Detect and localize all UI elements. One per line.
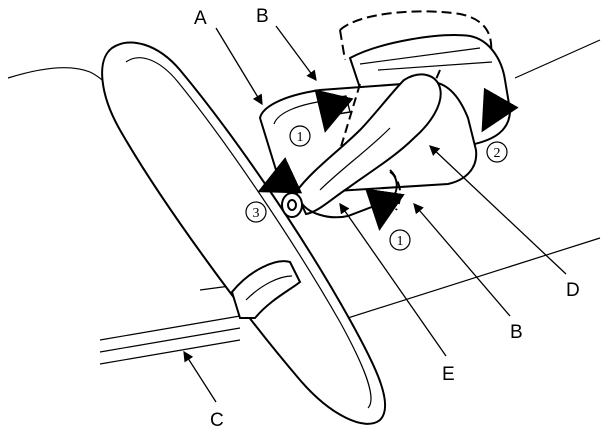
step-2: 2 <box>494 146 501 161</box>
label-d: D <box>566 280 580 301</box>
step-markers <box>245 125 508 251</box>
label-e: E <box>442 364 455 385</box>
label-c: C <box>210 410 224 431</box>
step-1-upper: 1 <box>297 130 304 145</box>
step-1-upper-circle <box>289 125 311 147</box>
label-a: A <box>194 8 207 29</box>
mirror-clip <box>230 260 302 319</box>
step-2-circle <box>486 141 508 163</box>
step-1-lower: 1 <box>397 234 404 249</box>
step-3: 3 <box>253 206 260 221</box>
mirror-body <box>101 41 387 425</box>
leader-lines <box>183 25 567 403</box>
windshield-lines <box>7 39 601 365</box>
direction-arrows <box>257 87 519 231</box>
bracket-removed-outline <box>339 10 493 91</box>
label-b-bottom: B <box>510 322 523 343</box>
step-3-circle <box>245 201 267 223</box>
label-b-top: B <box>256 6 269 27</box>
step-1-lower-circle <box>389 229 411 251</box>
bracket-letter: P <box>336 95 343 107</box>
